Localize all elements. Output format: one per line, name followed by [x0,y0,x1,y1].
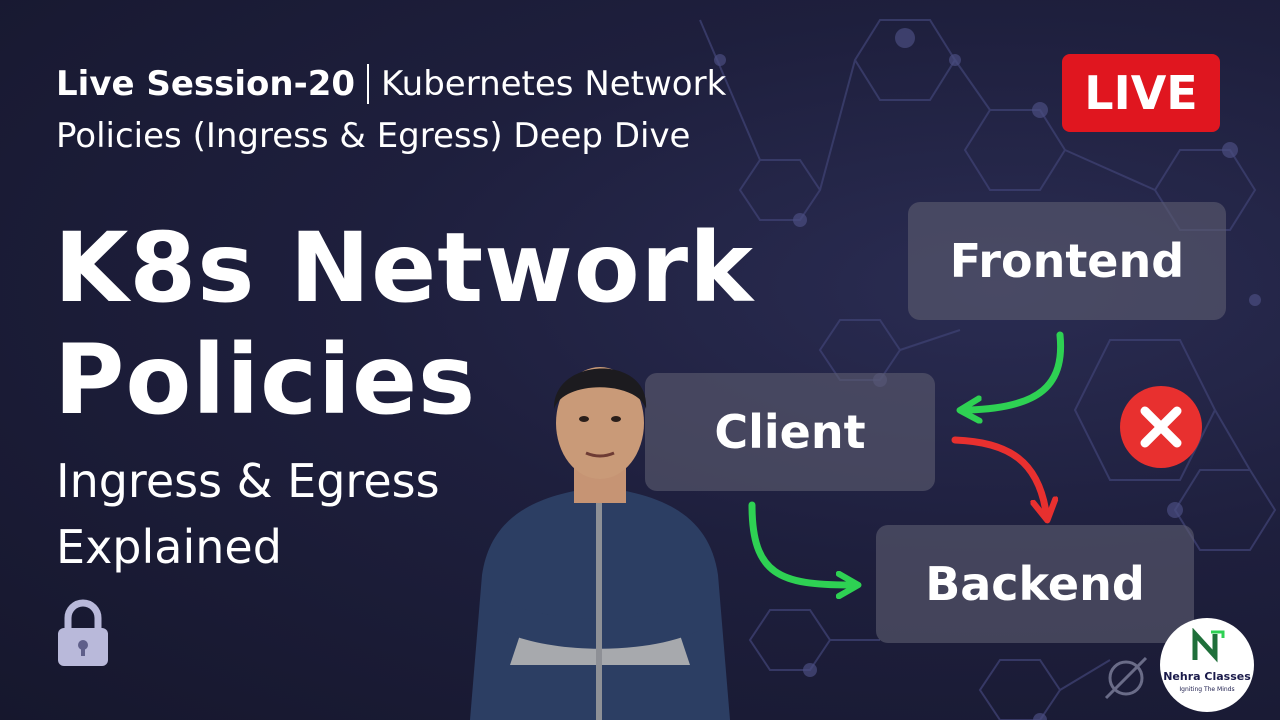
hex-shape [978,659,1062,720]
main-title-line1: K8s Network [54,212,754,324]
presenter-photo [470,367,730,720]
header-separator [367,64,370,104]
main-title: K8s Network Policies [54,212,774,436]
session-label: Live Session-20 [56,64,356,104]
subtitle-line1: Ingress & Egress [56,454,440,508]
main-title-line2: Policies [54,324,477,436]
n-logo-icon [1192,628,1225,663]
network-symbol-icon [1104,656,1148,700]
session-header: Live Session-20 Kubernetes Network Polici… [56,58,836,162]
logo-brand-name: Nehra Classes [1163,670,1251,683]
session-topic-line2: Policies (Ingress & Egress) Deep Dive [56,116,691,156]
blocked-x-icon [1120,386,1202,468]
subtitle: Ingress & Egress Explained [56,448,556,580]
egress-denied-arrow [951,436,1046,512]
hex-shape [1073,339,1217,481]
session-topic-line1: Kubernetes Network [381,64,727,104]
client-node: Client [645,373,935,491]
logo-tagline: Igniting The Minds [1179,686,1235,693]
ingress-allowed-arrow [968,331,1065,410]
egress-allowed-arrow [748,501,850,585]
nehra-classes-logo: Nehra Classes Igniting The Minds [1160,618,1254,712]
live-badge: LIVE [1062,54,1220,132]
frontend-node: Frontend [908,202,1226,320]
backend-node: Backend [876,525,1194,643]
lock-icon [58,599,108,666]
subtitle-line2: Explained [56,520,282,574]
